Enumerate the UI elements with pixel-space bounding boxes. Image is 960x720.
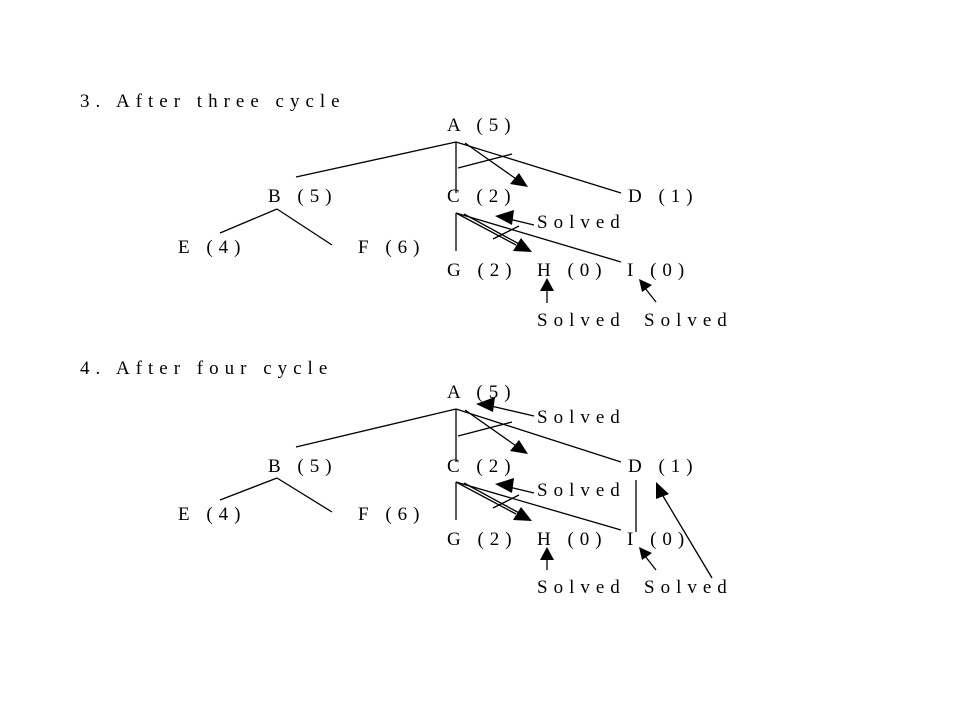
node-a: A (5) bbox=[447, 115, 517, 136]
and-arc-a bbox=[457, 421, 513, 437]
edge-a-b bbox=[295, 141, 457, 178]
edge-c-h-marked bbox=[463, 213, 522, 246]
node-f: F (6) bbox=[358, 504, 425, 525]
i-solved-pointer bbox=[644, 287, 657, 303]
and-arc-c bbox=[492, 225, 520, 240]
i-solved-pointer bbox=[644, 555, 657, 571]
h-solved-arrowhead bbox=[540, 278, 554, 291]
c-solved-label: Solved bbox=[537, 480, 626, 501]
node-d: D (1) bbox=[628, 186, 699, 207]
section-3: 3. After three cycle A (5) B (5) C (2) D… bbox=[80, 91, 733, 331]
edge-a-d bbox=[455, 141, 622, 194]
arrow-c-to-h bbox=[513, 507, 532, 521]
c-solved-pointer bbox=[508, 486, 535, 494]
section-4: 4. After four cycle A (5) B (5) C (2) D … bbox=[80, 358, 733, 598]
node-h: H (0) bbox=[537, 260, 608, 281]
c-solved-arrowhead bbox=[495, 478, 514, 493]
node-h: H (0) bbox=[537, 529, 608, 550]
edge-c-h bbox=[455, 212, 517, 246]
h-solved-label: Solved bbox=[537, 577, 626, 598]
c-solved-pointer bbox=[508, 218, 535, 226]
node-a: A (5) bbox=[447, 382, 517, 403]
edge-b-e bbox=[219, 208, 278, 234]
edge-c-i bbox=[455, 212, 622, 263]
edge-b-e bbox=[219, 477, 278, 501]
node-b: B (5) bbox=[268, 186, 338, 207]
c-solved-label: Solved bbox=[537, 212, 626, 233]
i-solved-arrowhead bbox=[639, 547, 652, 560]
section-4-heading: 4. After four cycle bbox=[80, 358, 333, 379]
section-3-heading: 3. After three cycle bbox=[80, 91, 346, 112]
edge-b-f bbox=[276, 208, 333, 246]
a-solved-pointer bbox=[490, 405, 535, 417]
arrow-c-to-h bbox=[513, 238, 532, 252]
node-i: I (0) bbox=[627, 260, 690, 281]
a-solved-arrowhead bbox=[476, 397, 495, 412]
node-d: D (1) bbox=[628, 456, 699, 477]
edge-b-f bbox=[276, 477, 333, 513]
node-e: E (4) bbox=[178, 237, 247, 258]
edge-a-d bbox=[455, 408, 622, 463]
edge-c-h bbox=[455, 481, 517, 515]
a-solved-label: Solved bbox=[537, 407, 626, 428]
edge-a-c-marked bbox=[464, 409, 520, 449]
node-g: G (2) bbox=[447, 260, 518, 281]
h-solved-arrowhead bbox=[540, 547, 554, 560]
node-e: E (4) bbox=[178, 504, 247, 525]
node-b: B (5) bbox=[268, 456, 338, 477]
d-solved-pointer bbox=[662, 495, 713, 579]
arrow-a-to-c bbox=[510, 440, 528, 454]
i-solved-label: Solved bbox=[644, 577, 733, 598]
node-c: C (2) bbox=[447, 186, 517, 207]
node-c: C (2) bbox=[447, 456, 517, 477]
and-arc-c bbox=[492, 494, 520, 509]
i-solved-arrowhead bbox=[639, 279, 652, 292]
h-solved-label: Solved bbox=[537, 310, 626, 331]
i-solved-label: Solved bbox=[644, 310, 733, 331]
and-arc-a bbox=[457, 153, 513, 169]
node-g: G (2) bbox=[447, 529, 518, 550]
edge-a-b bbox=[295, 408, 457, 448]
edge-c-i bbox=[455, 481, 622, 531]
d-solved-arrowhead bbox=[656, 482, 669, 499]
edge-a-c-marked bbox=[464, 142, 520, 182]
edge-c-h-marked bbox=[463, 482, 522, 515]
node-i: I (0) bbox=[627, 529, 690, 550]
node-f: F (6) bbox=[358, 237, 425, 258]
arrow-a-to-c bbox=[510, 173, 528, 187]
c-solved-arrowhead bbox=[495, 210, 514, 225]
